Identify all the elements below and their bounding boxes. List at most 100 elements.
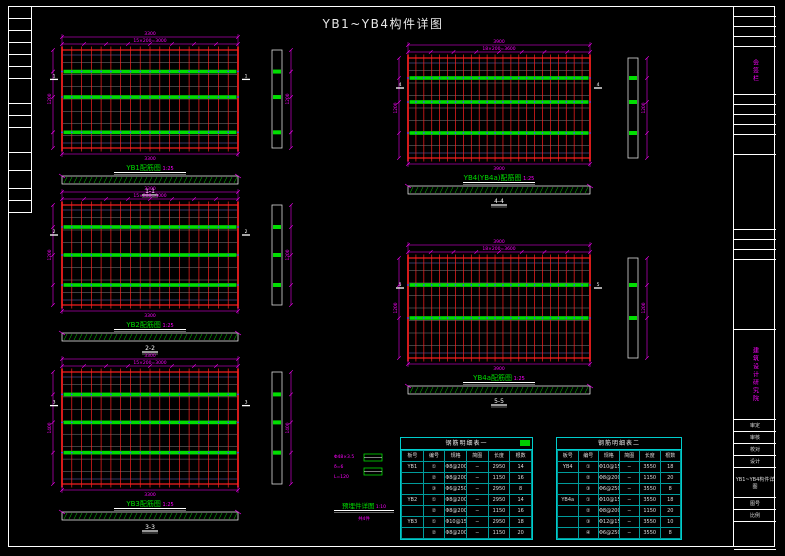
strip-hatch [414,386,419,394]
strip-hatch [524,186,529,194]
rebar-green [409,76,589,80]
strip-hatch [218,176,223,184]
dim-tick [81,41,87,47]
node-dot [70,131,73,134]
node-dot [158,131,161,134]
node-dot [486,101,489,103]
strip-hatch [233,176,238,184]
table-cell: 2950 [487,516,511,528]
node-dot [446,317,449,319]
node-dot [178,96,181,98]
node-dot [178,254,181,256]
node-dot [517,77,520,79]
strip-hatch [163,333,168,341]
node-dot [217,70,220,73]
table-cell [401,472,424,484]
titleblock-cell: 审核 [734,432,776,444]
dim-tick [235,34,241,40]
titleblock-text: 审核 [749,435,760,441]
table-cell: ③ [577,483,599,495]
table-cell: 8 [509,483,532,495]
revision-cell [9,171,31,189]
node-dot [494,101,496,103]
node-dot [139,70,142,73]
node-dot [494,284,496,286]
strip-hatch [73,512,78,520]
node-dot [158,96,161,98]
node-dot [119,254,122,256]
strip-hatch [504,386,509,394]
strip-hatch [519,386,524,394]
node-dot [188,131,191,134]
node-dot [129,393,132,396]
cut-label: 3 [245,400,248,406]
node-dot [119,451,122,454]
dim-tick [587,242,593,248]
node-dot [100,226,103,228]
strip-hatch [489,186,494,194]
table-cell: Φ8@200 [444,461,467,473]
dim-tick [103,363,109,369]
strip-hatch [534,186,539,194]
node-dot [446,77,449,79]
dim-tick [235,41,241,47]
strip-hatch [549,186,554,194]
node-dot [207,421,210,424]
node-dot [581,77,583,79]
node-dot [217,284,220,286]
strip-hatch [439,386,444,394]
table-cell [557,505,579,517]
node-dot [119,70,122,73]
node-dot [430,284,433,286]
node-dot [407,77,409,79]
node-dot [217,451,220,454]
node-dot [80,70,83,73]
node-dot [541,101,544,103]
dim-tick [81,196,87,202]
strip-hatch [178,512,183,520]
dim-tick [288,302,294,308]
side-rebar [273,283,281,287]
dim-tick [405,161,411,167]
node-dot [109,96,112,98]
table-cell [557,516,579,528]
node-dot [237,393,239,396]
dim-tick [288,369,294,375]
strip-hatch [123,176,128,184]
node-dot [61,131,63,134]
dim-tick [451,249,456,255]
node-dot [61,226,63,228]
dim-tick [288,450,294,455]
strip-hatch [429,186,434,194]
strip-hatch [103,512,108,520]
section-label: 1-1 [145,188,155,195]
table-cell: ③ [577,516,599,528]
dim-tick [288,420,294,425]
strip-hatch [228,512,233,520]
node-dot [149,393,151,396]
node-dot [227,131,230,134]
dim-tick [50,69,56,74]
titleblock-text: 设计 [749,459,760,465]
node-dot [61,451,63,454]
node-dot [197,254,200,256]
node-dot [237,96,239,98]
titleblock-cell: 比例 [734,510,776,522]
node-dot [422,77,425,79]
node-dot [100,131,103,134]
node-dot [446,284,449,286]
table-cell: Φ6@250 [598,527,620,539]
table-cell [401,527,424,539]
revision-cell [9,79,31,104]
node-dot [158,254,161,256]
node-dot [188,421,191,424]
strip-hatch [133,176,138,184]
node-dot [533,77,536,79]
